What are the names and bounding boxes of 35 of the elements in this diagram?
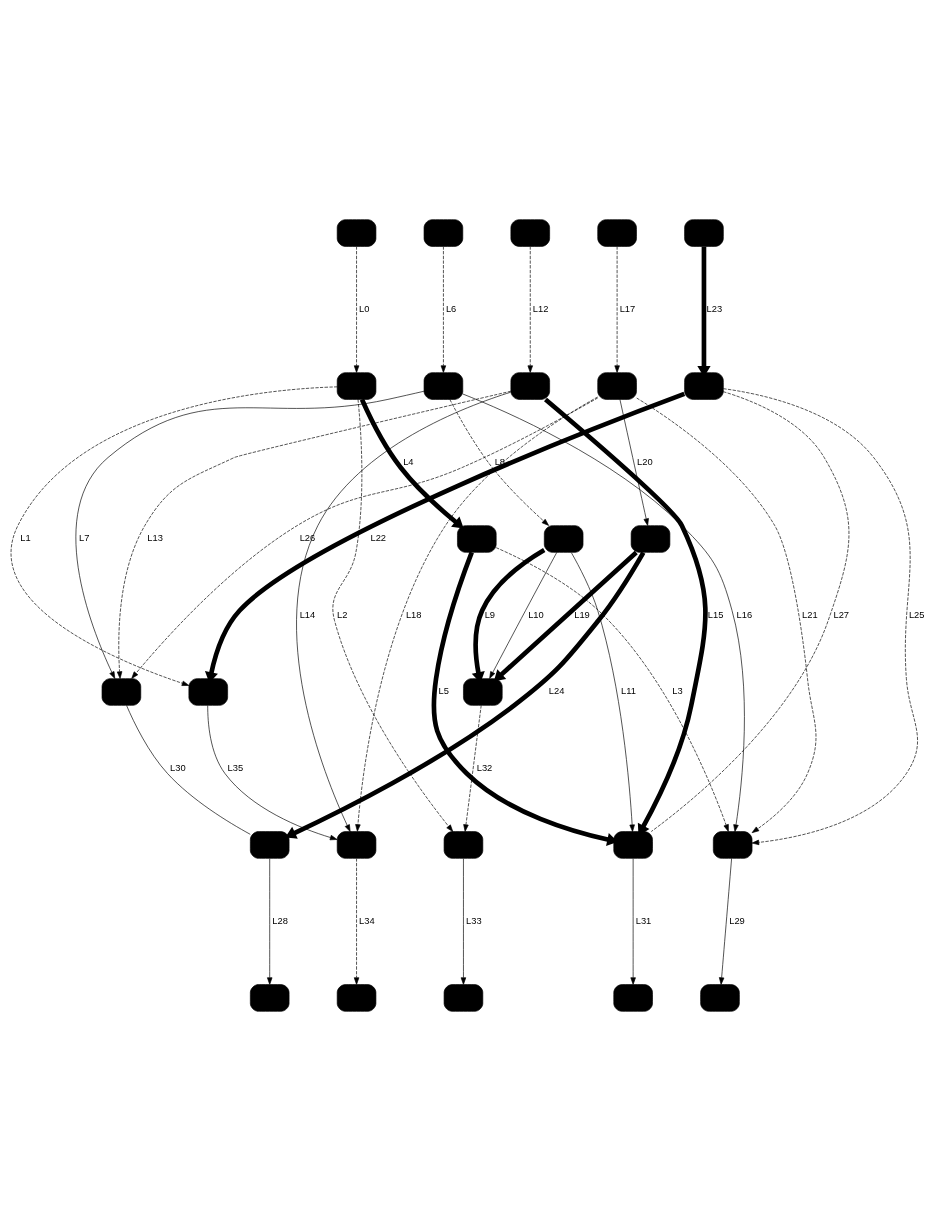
- edge-label: L19: [574, 609, 590, 620]
- edge-label: L18: [405, 609, 422, 620]
- edge-label: L0: [359, 303, 370, 314]
- edge-label: L33: [466, 915, 482, 926]
- edge-label: L11: [621, 685, 636, 696]
- edge-label: L31: [635, 915, 652, 926]
- edge-label: L6: [445, 303, 457, 314]
- edge-label: L9: [484, 609, 496, 620]
- edge-label: L15: [707, 609, 724, 620]
- edge-label: L27: [833, 609, 850, 620]
- edge-label: L35: [227, 762, 244, 773]
- edge-label: L5: [438, 685, 449, 696]
- edge-label: L22: [370, 532, 387, 543]
- edge-label: L16: [736, 609, 753, 620]
- edge-label: L17: [619, 303, 636, 314]
- edge-label: L12: [532, 303, 549, 314]
- edge-label: L7: [79, 532, 90, 543]
- edge-label: L29: [729, 915, 745, 926]
- edge-label: L13: [147, 532, 163, 543]
- edge-label: L14: [299, 609, 316, 620]
- edge-label: L28: [272, 915, 288, 926]
- edge-label: L32: [476, 762, 493, 773]
- edge-label: L3: [672, 685, 683, 696]
- edge-label: L21: [802, 609, 818, 620]
- edge-label: L1: [20, 532, 31, 543]
- edge-label: L4: [403, 456, 414, 467]
- edge-label: L24: [548, 685, 565, 696]
- edge-label: L25: [908, 609, 925, 620]
- edge-label: L30: [170, 762, 186, 773]
- edge-label: L26: [299, 532, 316, 543]
- edge-label: L10: [528, 609, 544, 620]
- edge-label: L20: [637, 456, 653, 467]
- edge-label: L23: [706, 303, 723, 314]
- edge-label: L2: [337, 609, 348, 620]
- edge-label: L34: [359, 915, 375, 926]
